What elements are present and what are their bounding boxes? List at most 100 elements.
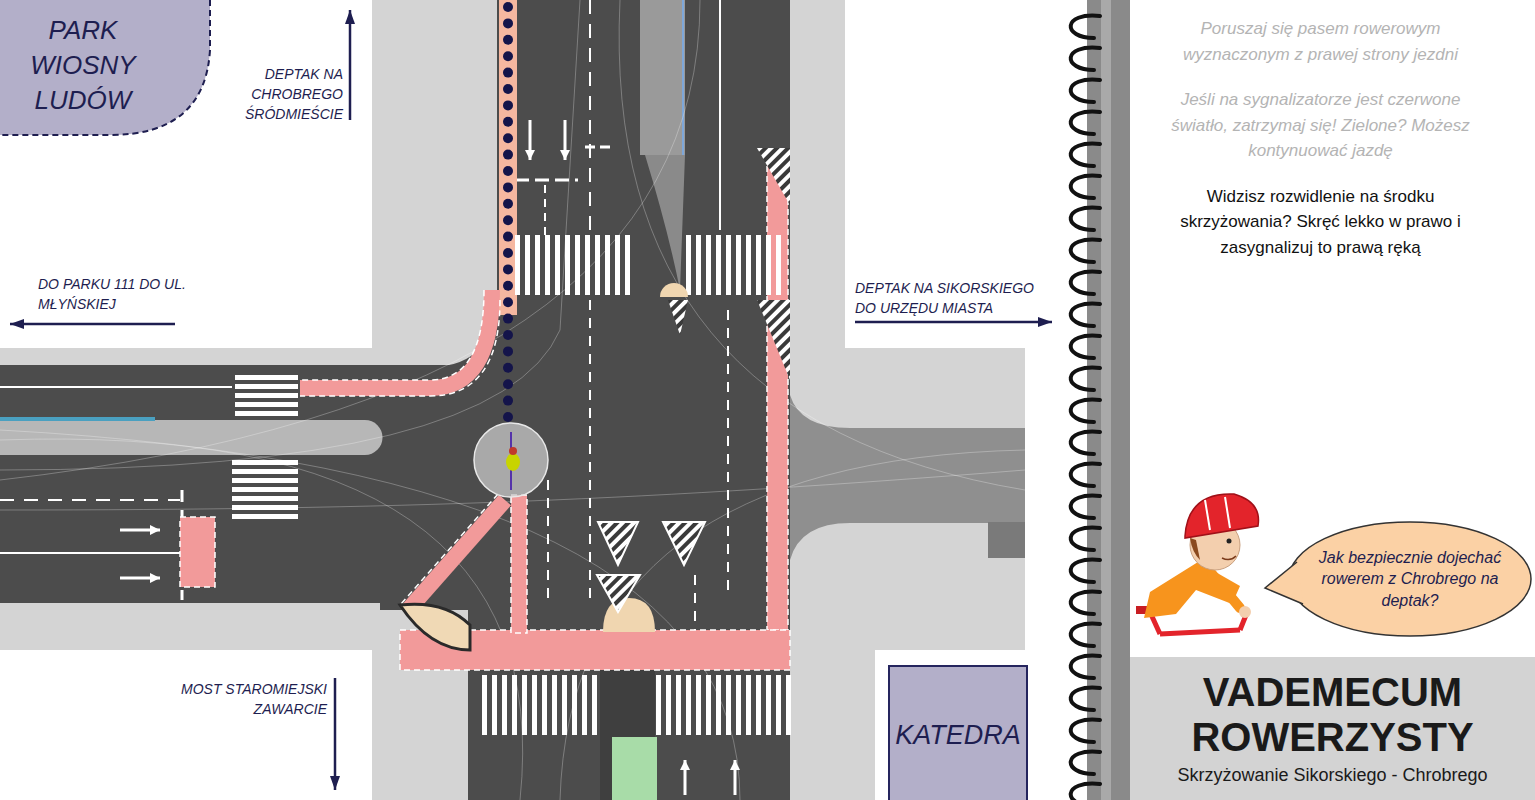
zebra-crossing: [686, 235, 691, 295]
notebook-binding: [1071, 592, 1100, 614]
lane-marking: [730, 760, 740, 770]
notebook-binding: [1071, 752, 1100, 774]
notebook-binding: [1071, 208, 1100, 230]
notebook-binding: [1071, 496, 1100, 518]
road: [0, 365, 500, 603]
zebra-crossing: [555, 235, 560, 295]
route-dots: [503, 346, 513, 356]
notebook-binding: [1071, 80, 1100, 102]
cyclist-marker: [474, 423, 548, 497]
node-text: Skrzyżowanie Sikorskiego - Chrobrego: [1140, 764, 1525, 787]
notebook-binding: [1071, 560, 1100, 582]
route-dots: [503, 182, 513, 192]
lane-marking: [525, 150, 535, 160]
lane-marking: [589, 0, 591, 230]
direction-arrow: [330, 776, 340, 790]
lane-marking: [560, 150, 570, 160]
cartoon-cyclist: [1185, 494, 1259, 538]
direction-label: DEPTAK NA CHROBREGO ŚRÓDMIEŚCIE: [205, 64, 343, 124]
notebook-binding: [1071, 400, 1100, 422]
trajectory-line: [0, 430, 740, 800]
lane-marking: [150, 525, 160, 535]
bike-lane: [300, 290, 484, 380]
zebra-crossing: [562, 675, 567, 735]
lane-marking: [589, 300, 591, 600]
park-outline: [0, 0, 210, 135]
notebook-binding: [1071, 720, 1100, 742]
trajectory-line: [0, 0, 580, 470]
zebra-crossing: [746, 235, 751, 295]
route-dots: [503, 297, 513, 307]
zebra-crossing: [232, 496, 298, 501]
cartoon-cyclist: [1212, 574, 1240, 608]
route-dots: [503, 412, 513, 422]
zebra-crossing: [696, 675, 701, 735]
route-dots: [503, 215, 513, 225]
zebra-crossing: [585, 235, 590, 295]
bubble-tail: [1265, 562, 1303, 604]
direction-arrow: [334, 678, 337, 790]
zebra-crossing: [746, 675, 751, 735]
route-dots: [503, 133, 513, 143]
lane-marking: [544, 185, 546, 235]
zebra-crossing: [235, 384, 298, 389]
zebra-crossing: [232, 505, 298, 510]
route-dots: [503, 281, 513, 291]
node-content: VADEMECUM ROWERZYSTYSkrzyżowanie Sikorsk…: [1140, 670, 1525, 787]
notebook-binding: [1071, 304, 1100, 326]
zebra-crossing: [726, 675, 731, 735]
cartoon-cyclist: [1225, 497, 1230, 528]
zebra-crossing: [502, 675, 507, 735]
zebra-crossing: [552, 675, 557, 735]
zebra-crossing: [232, 514, 298, 519]
zebra-crossing: [235, 402, 298, 407]
trajectory-line: [619, 0, 1025, 490]
route-dots: [503, 84, 513, 94]
node-content: PARK WIOSNY LUDÓW: [8, 13, 158, 118]
traffic-island: [603, 598, 655, 632]
zebra-crossing: [615, 235, 620, 295]
notebook-binding: [1071, 368, 1100, 390]
lane-marking: [0, 552, 180, 554]
park-outline: [0, 0, 210, 135]
road: [612, 737, 657, 800]
traffic-island: [598, 522, 638, 565]
zebra-crossing: [706, 675, 711, 735]
lane-marking: [680, 760, 690, 770]
notebook-binding: [1071, 432, 1100, 454]
direction-label: DO PARKU 111 DO UL. MŁYŃSKIEJ: [38, 274, 188, 314]
zebra-crossing: [592, 675, 597, 735]
zebra-crossing: [776, 235, 781, 295]
zebra-crossing: [572, 675, 577, 735]
title-panel: VADEMECUM ROWERZYSTYSkrzyżowanie Sikorsk…: [1130, 657, 1535, 800]
direction-arrow: [1038, 317, 1052, 327]
node-text: Widzisz rozwidlenie na środku skrzyżowan…: [1152, 184, 1489, 261]
zebra-crossing: [482, 675, 487, 735]
route-dots: [503, 264, 513, 274]
node-text: Poruszaj się pasem rowerowym wyznaczonym…: [1152, 16, 1489, 67]
zebra-crossing: [575, 235, 580, 295]
cartoon-cyclist: [1205, 500, 1210, 530]
cartoon-cyclist: [1160, 630, 1240, 634]
zebra-crossing: [232, 460, 298, 465]
notebook-binding: [1071, 112, 1100, 134]
lane-marking: [150, 573, 160, 583]
traffic-island: [400, 604, 470, 650]
zebra-crossing: [676, 675, 681, 735]
road: [497, 0, 790, 380]
cartoon-cyclist: [1144, 562, 1240, 618]
zebra-crossing: [706, 235, 711, 295]
zebra-crossing: [666, 675, 671, 735]
speech-bubble: Jak bezpiecznie dojechać rowerem z Chrob…: [1287, 520, 1533, 638]
lane-marking: [547, 480, 549, 600]
road: [0, 417, 155, 421]
zebra-crossing: [716, 235, 721, 295]
bubble-outline: [1289, 522, 1531, 636]
lane-marking: [515, 179, 578, 182]
zebra-crossing: [235, 375, 298, 380]
traffic-island: [597, 575, 640, 612]
zebra-crossing: [232, 469, 298, 474]
direction-arrow: [10, 319, 24, 329]
direction-arrow: [855, 321, 1052, 324]
